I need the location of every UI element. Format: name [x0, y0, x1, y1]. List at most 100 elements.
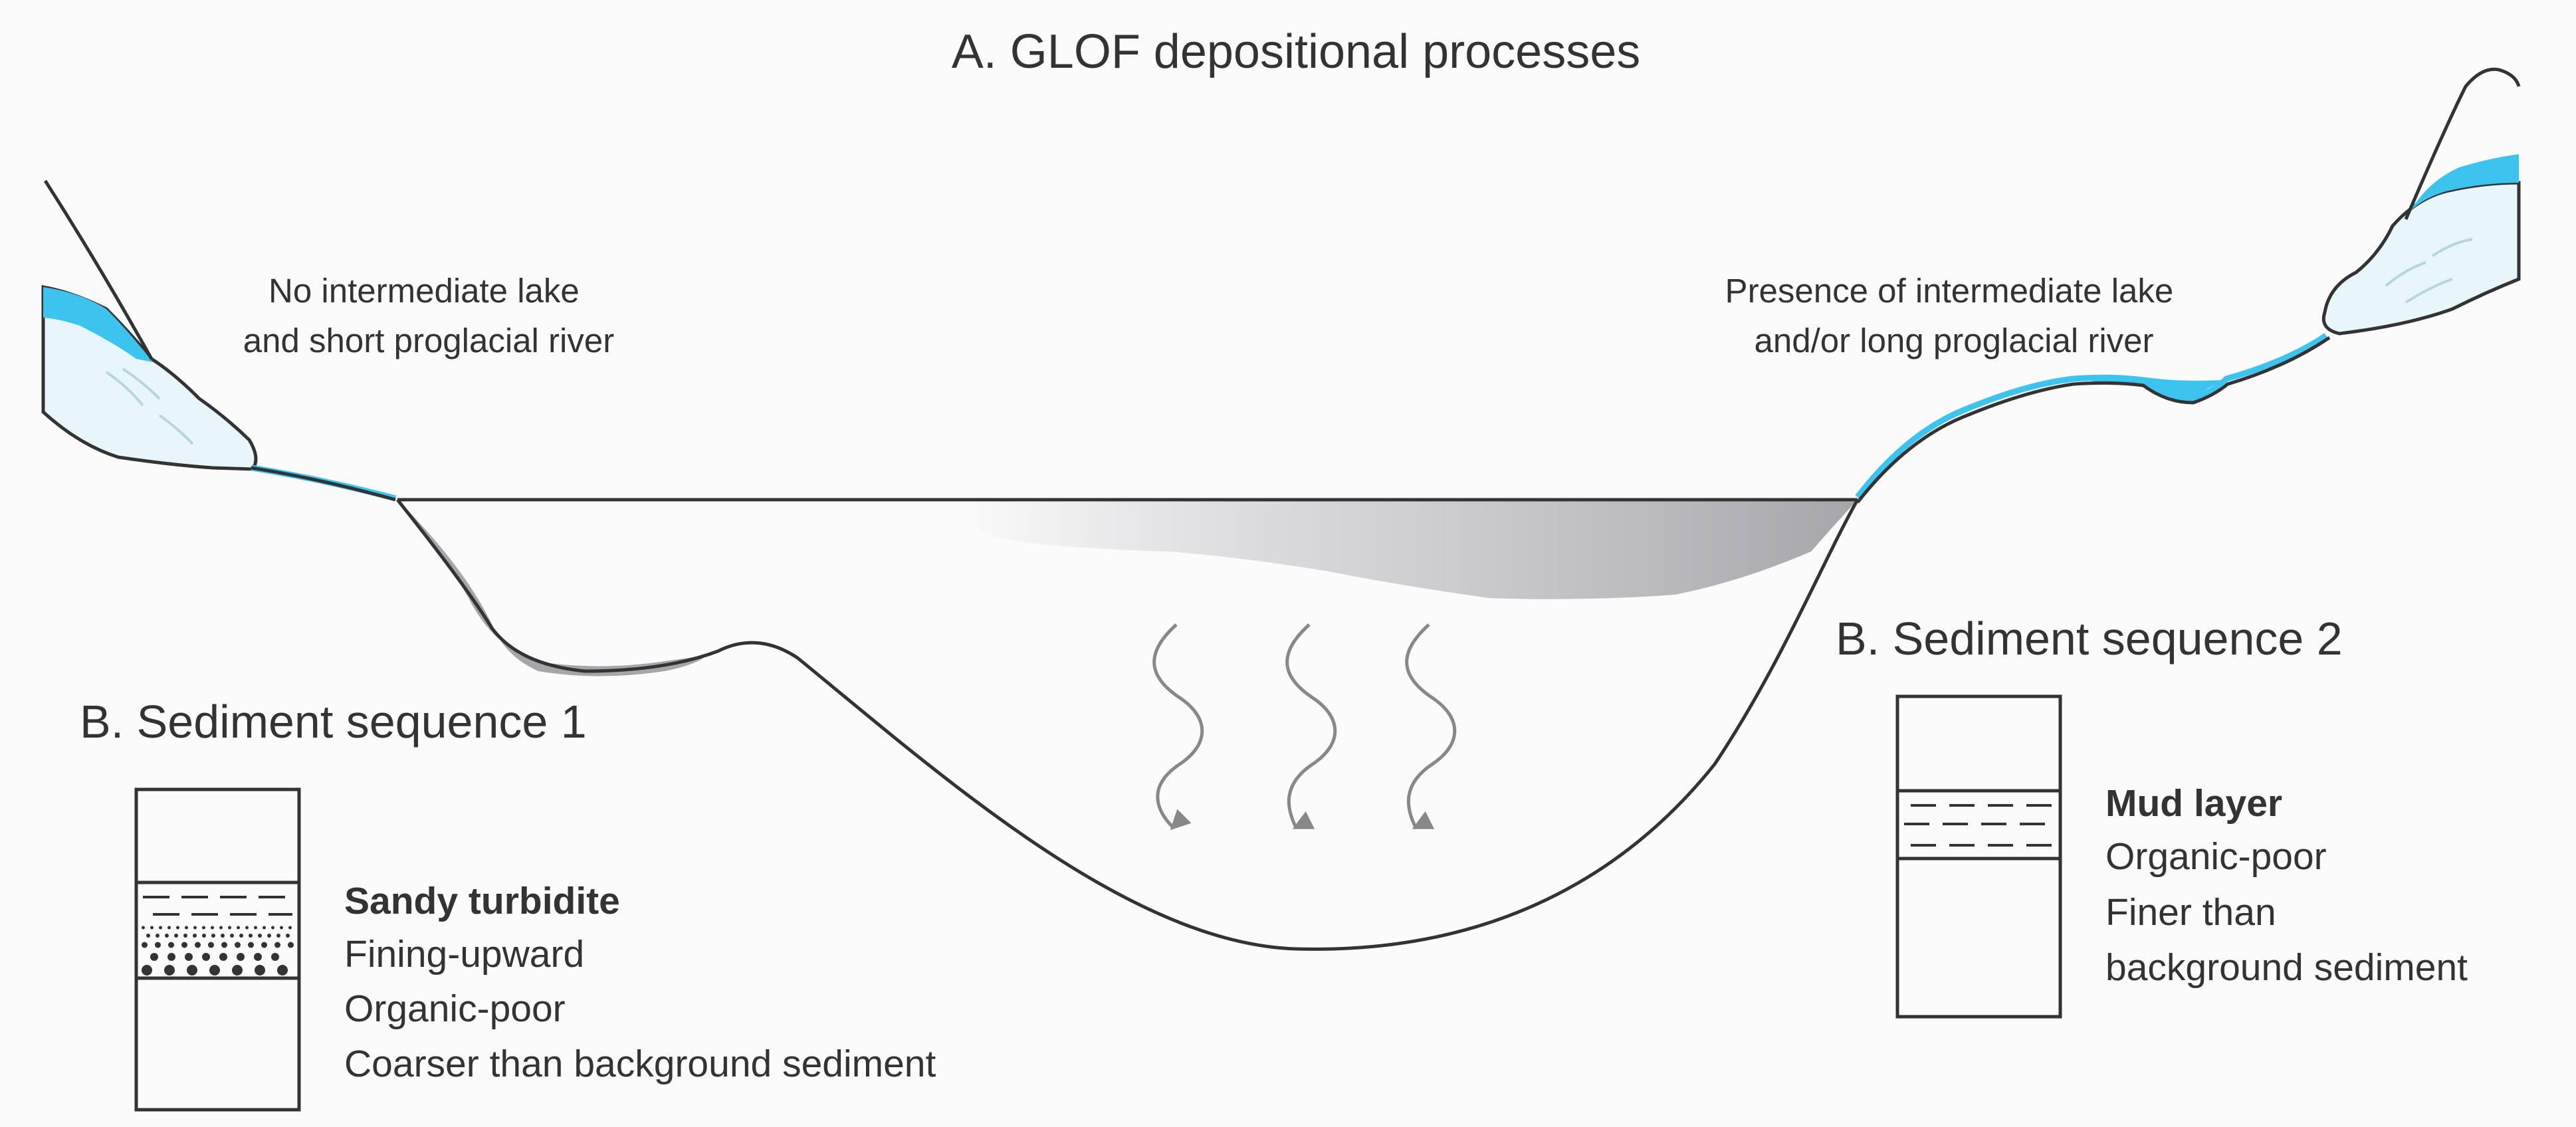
- sequence-2-heading: B. Sediment sequence 2: [1836, 613, 2343, 665]
- sand-grain: [276, 934, 280, 938]
- sand-grain: [146, 934, 150, 938]
- sand-grain: [142, 942, 148, 948]
- sequence-2-property: Finer than: [2105, 891, 2276, 934]
- sand-grain: [248, 942, 254, 948]
- sand-grain: [174, 934, 178, 938]
- sand-grain: [255, 965, 265, 975]
- sand-grain: [274, 942, 280, 948]
- sand-grain: [221, 942, 227, 948]
- sequence-1-property: Organic-poor: [344, 987, 566, 1030]
- right-glacier-ice: [2321, 181, 2521, 336]
- sand-grain: [211, 926, 214, 930]
- left-note: No intermediate lake and short proglacia…: [243, 272, 614, 359]
- right-note: Presence of intermediate lake and/or lon…: [1725, 272, 2183, 359]
- left-ice-crevasses: [105, 367, 194, 445]
- sand-grain: [150, 953, 158, 961]
- sand-grain: [150, 926, 154, 930]
- sand-grain: [245, 926, 249, 930]
- sand-grain: [193, 934, 197, 938]
- sand-grain: [271, 953, 279, 961]
- sand-grain: [209, 965, 220, 975]
- sand-grain: [202, 926, 205, 930]
- settling-arrows: [1152, 623, 1457, 831]
- sand-grain: [185, 953, 193, 961]
- settling-arrow: [1152, 623, 1204, 831]
- sand-grain: [183, 934, 187, 938]
- lake-basin-profile: [396, 498, 1860, 951]
- mud-cap-dashes: [143, 896, 292, 916]
- sequence-1-heading: B. Sediment sequence 1: [80, 696, 587, 748]
- sand-grain: [267, 934, 271, 938]
- sand-grain: [271, 926, 274, 930]
- sand-grain: [156, 934, 160, 938]
- sand-grain: [165, 934, 169, 938]
- sand-grain: [219, 926, 223, 930]
- suspended-sediment-plume: [962, 500, 1858, 599]
- sand-grain: [208, 942, 214, 948]
- right-note-line-2: and/or long proglacial river: [1755, 322, 2154, 359]
- mud-layer-label: Mud layer: [2105, 782, 2282, 825]
- right-riverbank: [1856, 336, 2331, 504]
- right-valley-wall: [2404, 67, 2521, 220]
- sand-grain: [288, 926, 292, 930]
- sand-grain: [228, 926, 231, 930]
- sand-grain: [202, 934, 206, 938]
- sand-grain: [155, 942, 161, 948]
- sequence-1-property: Coarser than background sediment: [344, 1043, 936, 1085]
- sand-grain: [239, 934, 243, 938]
- sand-grain: [176, 926, 179, 930]
- sand-grain: [187, 965, 197, 975]
- sand-grain: [258, 934, 262, 938]
- sand-grain: [159, 926, 162, 930]
- right-meltwater: [2406, 154, 2519, 216]
- sand-grain: [230, 934, 234, 938]
- sequence-2-property: Organic-poor: [2105, 835, 2327, 878]
- left-valley-wall: [43, 179, 154, 360]
- sand-grain: [193, 926, 197, 930]
- proximal-turbidite-deposit: [397, 500, 708, 676]
- sand-grain: [167, 926, 171, 930]
- sand-grain: [221, 934, 225, 938]
- left-riverbank: [251, 466, 396, 502]
- sand-grain: [254, 953, 262, 961]
- sand-grain: [202, 953, 210, 961]
- sand-grain: [254, 926, 257, 930]
- sand-grain: [263, 926, 266, 930]
- mud-layer-dashes: [1904, 804, 2054, 847]
- settling-arrow: [1285, 623, 1337, 829]
- sediment-sequence-2: B. Sediment sequence 2 Mud layer Organic…: [1836, 613, 2468, 1019]
- right-note-line-1: Presence of intermediate lake: [1725, 272, 2174, 310]
- sand-grain: [280, 926, 283, 930]
- sequence-1-core: [134, 787, 301, 1112]
- sand-grain: [232, 965, 243, 975]
- sand-grain: [181, 942, 187, 948]
- sand-grain: [211, 934, 215, 938]
- sediment-sequence-1: B. Sediment sequence 1 Sandy turbidite F…: [80, 696, 936, 1112]
- sand-grain: [142, 926, 145, 930]
- left-note-line-2: and short proglacial river: [243, 322, 614, 359]
- sand-grain: [168, 942, 174, 948]
- right-proglacial-river: [1855, 333, 2328, 499]
- sand-grain: [195, 942, 201, 948]
- sequence-2-property: background sediment: [2105, 946, 2468, 989]
- sand-grain: [249, 934, 253, 938]
- sand-grain: [167, 953, 175, 961]
- sand-grain: [185, 926, 188, 930]
- diagram-title: A. GLOF depositional processes: [952, 25, 1641, 78]
- sandy-turbidite-label: Sandy turbidite: [344, 880, 620, 922]
- sand-grain: [235, 942, 241, 948]
- graded-sand-pattern: [142, 926, 294, 975]
- left-note-line-1: No intermediate lake: [268, 272, 580, 310]
- left-meltwater: [43, 287, 153, 362]
- sand-grain: [237, 953, 245, 961]
- sand-grain: [286, 934, 290, 938]
- sand-grain: [277, 965, 288, 975]
- sand-grain: [164, 965, 175, 975]
- sand-grain: [142, 965, 152, 975]
- settling-arrow: [1405, 623, 1457, 829]
- sand-grain: [237, 926, 240, 930]
- sand-grain: [288, 942, 294, 948]
- sequence-2-core: [1895, 694, 2062, 1019]
- right-glacier: [2321, 67, 2521, 336]
